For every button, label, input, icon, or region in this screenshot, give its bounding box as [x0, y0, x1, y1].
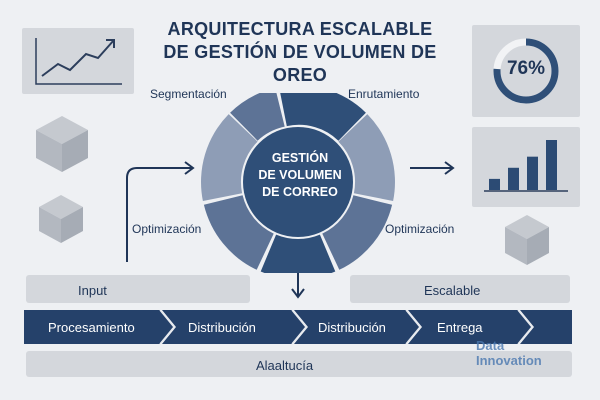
watermark: Data Innovation [476, 338, 542, 368]
center-line-3: DE CORREO [262, 185, 338, 199]
flow-step [408, 310, 532, 344]
bar-chart-bar [508, 167, 519, 190]
flow-step-distribucion-1: Distribución [188, 320, 256, 335]
label-segmentacion: Segmentación [150, 87, 227, 101]
ring-segment [322, 195, 393, 270]
ring-center [243, 127, 353, 237]
flow-step [162, 310, 306, 344]
label-optimizacion-right: Optimización [385, 222, 455, 236]
input-label: Input [78, 283, 107, 298]
label-enrutamiento: Enrutamiento [348, 87, 420, 101]
gauge-icon [493, 38, 559, 104]
center-line-1: GESTIÓN [271, 151, 329, 165]
bottom-bar [26, 351, 572, 377]
diagram-title: ARQUITECTURA ESCALABLE DE GESTIÓN DE VOL… [150, 18, 450, 87]
center-line-2: DE VOLUMEN [258, 168, 342, 182]
cube-icon [39, 195, 83, 243]
bottom-label: Alaaltucía [256, 358, 314, 373]
center-label: GESTIÓN DE VOLUMEN DE CORREO [240, 150, 360, 201]
flow-step-distribucion-2: Distribución [318, 320, 386, 335]
flow-step [24, 310, 174, 344]
ring-segment [260, 234, 336, 273]
flow-step [294, 310, 420, 344]
title-line-2: DE GESTIÓN DE VOLUMEN DE OREO [163, 42, 437, 85]
ring-segment [280, 93, 366, 141]
bar-chart-bar [546, 140, 557, 190]
bar-chart-bar [527, 156, 538, 190]
ring-segment [230, 93, 285, 141]
flow-step [520, 310, 572, 344]
line-chart-card [22, 28, 134, 94]
bar-chart-icon [484, 140, 568, 192]
process-flow-bar [24, 310, 572, 344]
process-ring [201, 93, 395, 273]
ring-segment [203, 195, 274, 270]
input-box [26, 275, 250, 303]
watermark-line-2: Innovation [476, 353, 542, 368]
bar-chart-card [472, 127, 580, 207]
escalable-label: Escalable [424, 283, 481, 298]
flow-step-entrega: Entrega [437, 320, 483, 335]
watermark-line-1: Data [476, 338, 505, 353]
gauge-value: 76% [506, 58, 546, 79]
gauge-card [472, 25, 580, 117]
cube-icon [36, 116, 88, 172]
label-optimizacion-left: Optimización [132, 222, 202, 236]
cube-icon [505, 215, 549, 265]
ring-segment [201, 114, 258, 201]
escalable-box [350, 275, 570, 303]
flow-step-procesamiento: Procesamiento [48, 320, 135, 335]
ring-segment [338, 114, 395, 201]
line-chart-icon [35, 38, 122, 85]
bar-chart-bar [489, 178, 500, 190]
title-line-1: ARQUITECTURA ESCALABLE [167, 19, 433, 39]
